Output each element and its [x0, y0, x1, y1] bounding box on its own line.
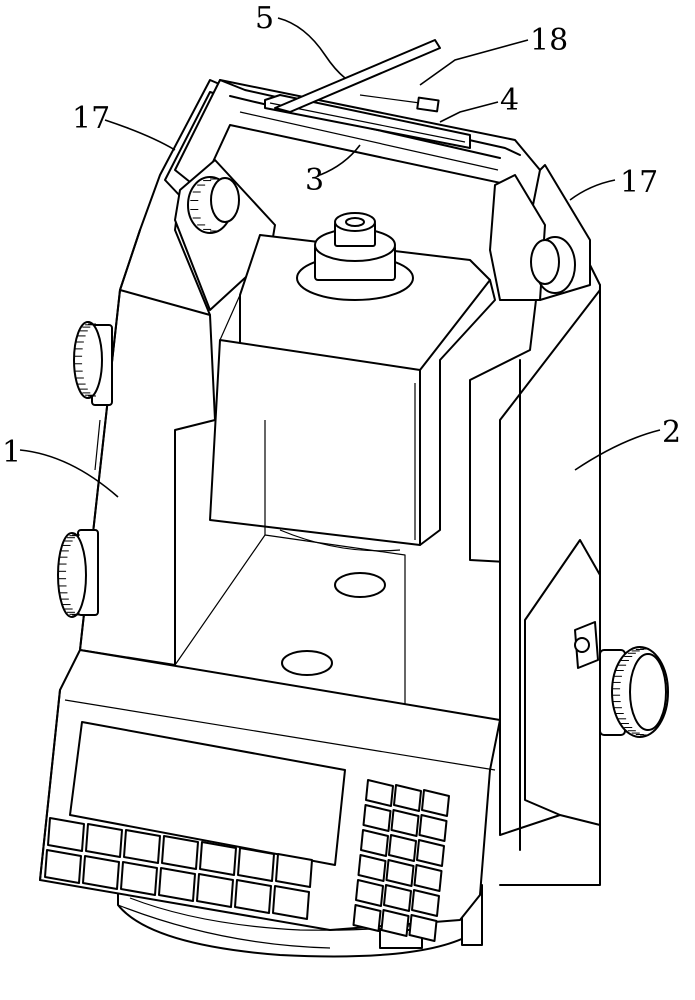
- label-17-right: 17: [620, 165, 658, 200]
- label-3: 3: [305, 163, 324, 198]
- left-knob-upper: [74, 322, 112, 405]
- telescope-block: [210, 213, 495, 551]
- keypad-key: [200, 842, 236, 875]
- keypad-key: [48, 818, 84, 851]
- keypad-key: [159, 868, 195, 901]
- keypad-key: [121, 862, 157, 895]
- sight-strip-18: [360, 95, 439, 111]
- keypad-key: [276, 854, 312, 887]
- label-18: 18: [530, 23, 568, 58]
- label-4: 4: [500, 83, 519, 118]
- keypad-key: [197, 874, 233, 907]
- keypad-key: [83, 856, 119, 889]
- label-2: 2: [662, 415, 681, 450]
- label-1: 1: [2, 435, 21, 470]
- keypad-key: [162, 836, 198, 869]
- keypad-key: [238, 848, 274, 881]
- label-17-left: 17: [72, 101, 110, 136]
- label-5: 5: [255, 1, 274, 36]
- keypad-key: [273, 886, 309, 919]
- flip-sight: [275, 40, 440, 112]
- keypad-key: [45, 850, 81, 883]
- front-panel: [40, 650, 500, 941]
- right-knob: [600, 647, 668, 737]
- left-knob-lower: [58, 530, 98, 617]
- keypad-key: [86, 824, 122, 857]
- keypad-key: [235, 880, 271, 913]
- keypad-key: [124, 830, 160, 863]
